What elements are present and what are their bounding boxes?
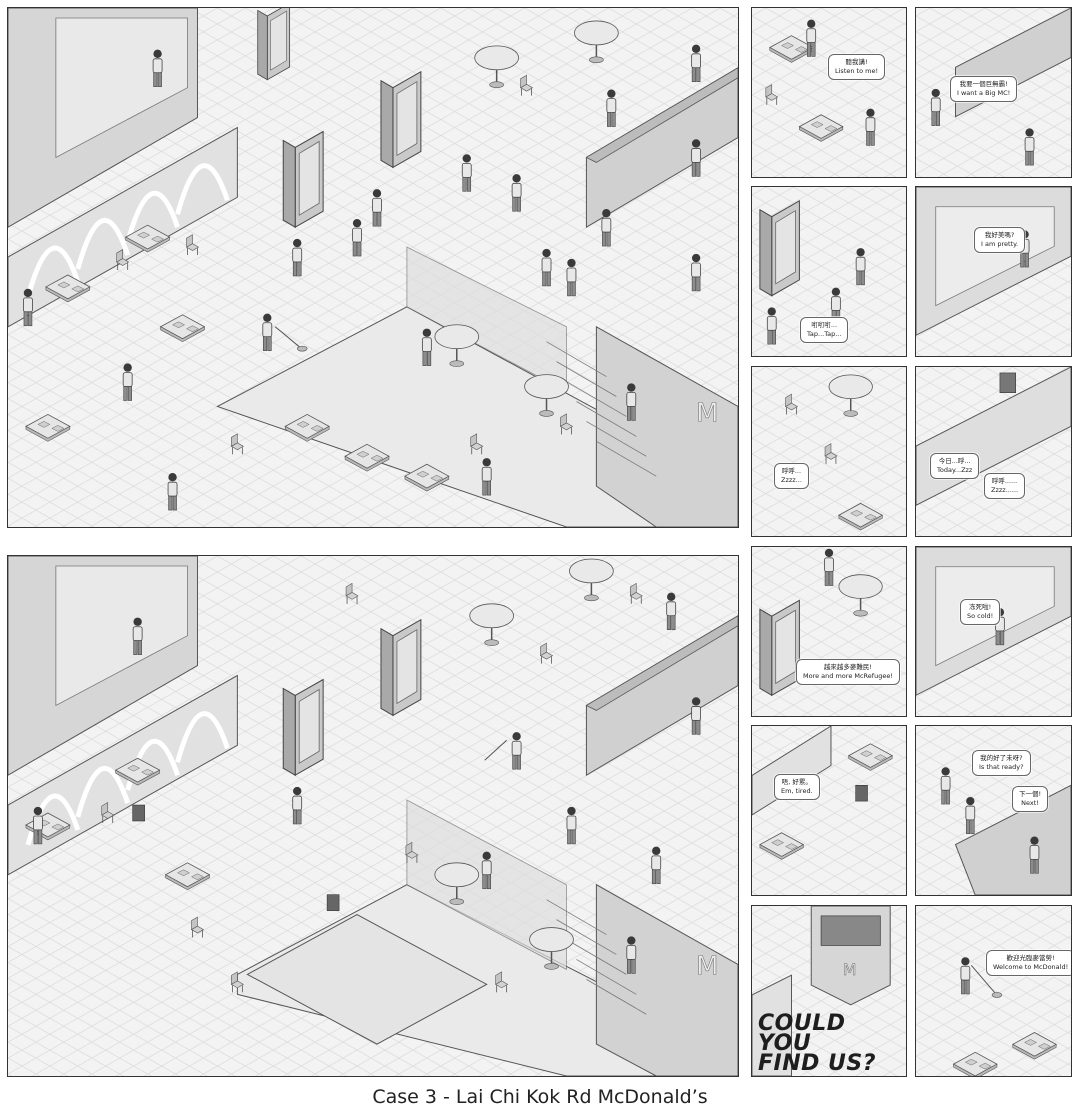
main-panel-busy-illustration: M [8, 8, 738, 527]
main-panel-busy: M [7, 7, 739, 528]
panel-ready: 我的好了未呀?Is that ready? 下一個!Next! [915, 725, 1072, 896]
figure-caption: Case 3 - Lai Chi Kok Rd McDonald’s [372, 1086, 708, 1108]
speech-bubble-tired: 唔, 好累。Em, tired. [774, 774, 820, 800]
panel-tired: 唔, 好累。Em, tired. [751, 725, 907, 896]
panel-bigmc: 我要一個巨無霸!I want a Big MC! [915, 7, 1072, 178]
panel-find-us-illustration: M [752, 906, 906, 1076]
speech-bubble-cold: 冻死啦!So cold! [960, 599, 1001, 625]
speech-bubble-next: 下一個!Next! [1012, 786, 1049, 812]
speech-bubble-pretty: 我好美嗎?I am pretty. [974, 227, 1026, 253]
speech-bubble-zzz1: 呼呼...Zzzz... [774, 463, 809, 489]
panel-today-illustration [916, 367, 1071, 536]
panel-listen-illustration [752, 8, 906, 177]
panel-pretty: 我好美嗎?I am pretty. [915, 186, 1072, 357]
panel-cold-illustration [916, 547, 1071, 716]
panel-cold: 冻死啦!So cold! [915, 546, 1072, 717]
panel-tap: 咑咑咑...Tap...Tap... [751, 186, 907, 357]
panel-mcrefugee: 越來越多麥難民!More and more McRefugee! [751, 546, 907, 717]
panel-welcome: 歡迎光臨麥當勞!Welcome to McDonald! [915, 905, 1072, 1077]
speech-bubble-listen: 聽我講!Listen to me! [828, 54, 886, 80]
speech-bubble-zzz2: 呼呼......Zzzz...... [984, 473, 1026, 499]
panel-zzz: 呼呼...Zzzz... [751, 366, 907, 537]
svg-text:M: M [843, 960, 857, 979]
speech-bubble-tap: 咑咑咑...Tap...Tap... [800, 317, 849, 343]
logo-m-glyph: M [696, 398, 718, 428]
speech-bubble-welcome: 歡迎光臨麥當勞!Welcome to McDonald! [986, 950, 1071, 976]
panel-find-us: M COULD YOU FIND US? [751, 905, 907, 1077]
panel-title: COULD YOU FIND US? [758, 1011, 877, 1076]
main-panel-quiet-illustration: M [8, 556, 738, 1076]
panel-today: 今日...呼...Today...Zzz 呼呼......Zzzz...... [915, 366, 1072, 537]
panel-pretty-illustration [916, 187, 1071, 356]
panel-listen: 聽我講!Listen to me! [751, 7, 907, 178]
svg-text:M: M [696, 951, 718, 981]
speech-bubble-today: 今日...呼...Today...Zzz [930, 453, 980, 479]
panel-mcrefugee-illustration [752, 547, 906, 716]
speech-bubble-bigmc: 我要一個巨無霸!I want a Big MC! [950, 76, 1018, 102]
panel-welcome-illustration [916, 906, 1071, 1076]
main-panel-quiet: M [7, 555, 739, 1077]
panel-tired-illustration [752, 726, 906, 895]
speech-bubble-mcrefugee: 越來越多麥難民!More and more McRefugee! [796, 659, 900, 685]
speech-bubble-ready: 我的好了未呀?Is that ready? [972, 750, 1031, 776]
panel-zzz-illustration [752, 367, 906, 536]
